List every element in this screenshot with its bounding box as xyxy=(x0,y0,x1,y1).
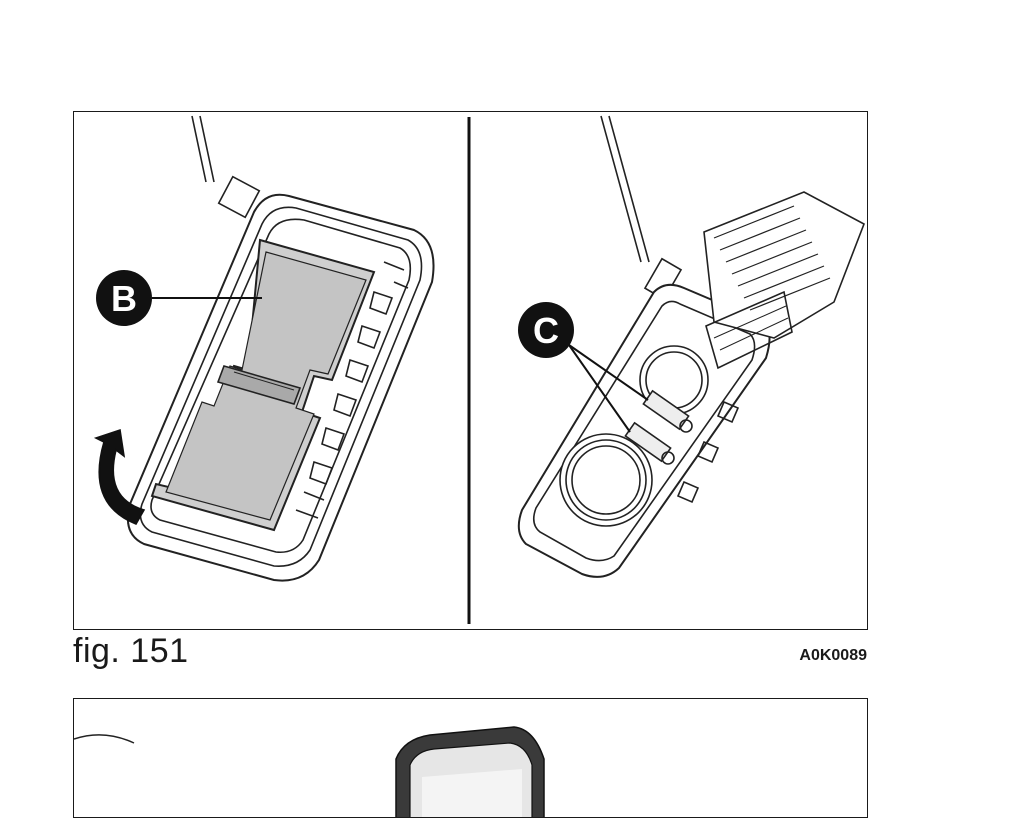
callout-b-label: B xyxy=(111,278,137,319)
figure-caption: fig. 151 xyxy=(73,632,189,670)
figure-reference-code: A0K0089 xyxy=(799,647,867,664)
callout-c: C xyxy=(518,302,649,433)
next-figure-illustration xyxy=(73,698,868,818)
figure-151-drawing: B xyxy=(93,115,866,624)
next-figure-drawing xyxy=(74,726,545,817)
callout-b: B xyxy=(96,270,262,326)
figure-151-illustration: B xyxy=(73,111,868,630)
key-fob-left xyxy=(93,115,435,582)
callout-c-label: C xyxy=(533,310,559,351)
key-fob-right xyxy=(517,115,866,578)
